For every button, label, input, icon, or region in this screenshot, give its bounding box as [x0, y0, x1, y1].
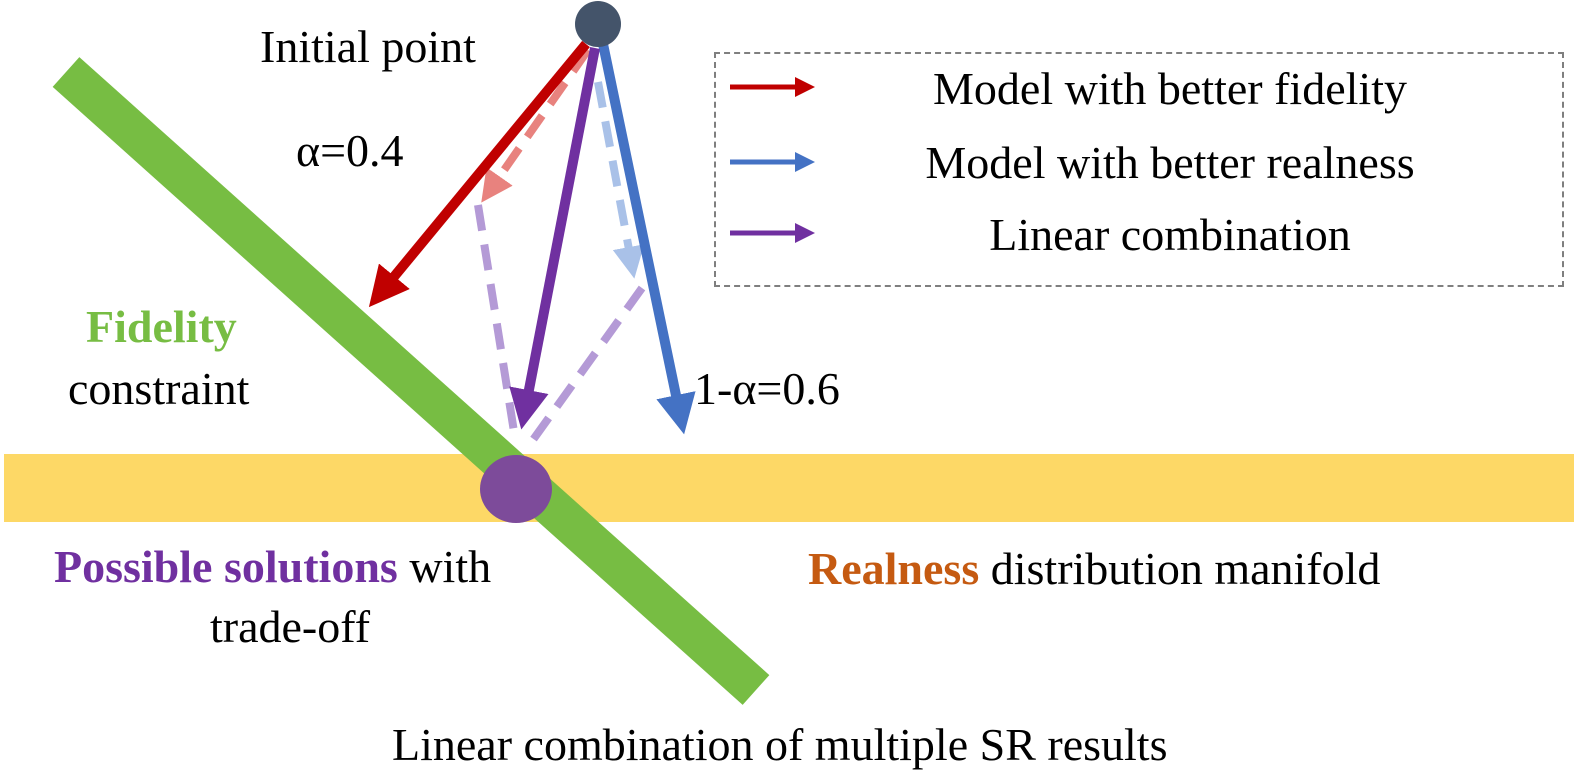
with-label: with — [397, 541, 492, 592]
one-minus-alpha-label: 1-α=0.6 — [694, 363, 840, 414]
possible-solutions-caption: Possible solutions with — [54, 544, 491, 590]
realness-label: Realness — [808, 543, 980, 594]
manifold-label: distribution manifold — [979, 543, 1381, 594]
fidelity-label: Fidelity — [86, 301, 237, 352]
realness-manifold-caption: Realness distribution manifold — [808, 546, 1380, 592]
fidelity-band — [52, 57, 770, 705]
solution-point — [480, 455, 552, 523]
initial-point — [575, 1, 621, 47]
realness-band — [4, 454, 1574, 522]
trade-off-label: trade-off — [210, 601, 371, 652]
dashed-combination-right — [526, 285, 646, 447]
faded-realness-arrow — [594, 81, 645, 279]
legend — [714, 52, 1564, 287]
faded-fidelity-arrow — [481, 47, 592, 203]
figure-caption: Linear combination of multiple SR result… — [392, 719, 1168, 770]
initial-point-label: Initial point — [260, 21, 476, 72]
realness-model-arrow — [598, 42, 696, 435]
legend-label-realness: Model with better realness — [925, 137, 1415, 188]
possible-solutions-label: Possible solutions — [54, 541, 398, 592]
dashed-combination-left — [474, 204, 519, 439]
linear-combination-arrow — [509, 47, 600, 430]
legend-label-combination: Linear combination — [989, 209, 1351, 260]
alpha-label: α=0.4 — [296, 125, 404, 176]
constraint-label: constraint — [68, 363, 250, 414]
legend-label-fidelity: Model with better fidelity — [933, 63, 1407, 114]
fidelity-model-arrow — [368, 40, 590, 308]
